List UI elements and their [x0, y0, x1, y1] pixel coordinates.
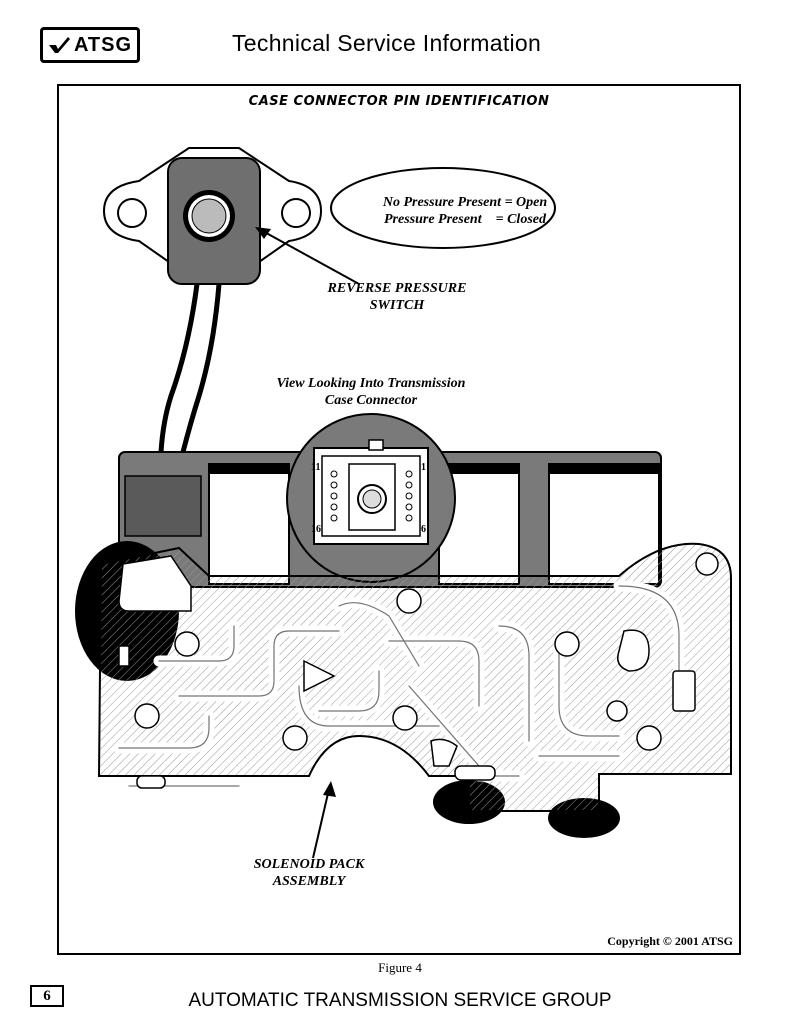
pin-label-11: 11: [311, 462, 321, 473]
page-title: Technical Service Information: [232, 30, 542, 56]
switch-state-legend: [330, 167, 556, 249]
view-label-line2: Case Connector: [324, 393, 418, 408]
logo-text: ATSG: [73, 33, 133, 56]
legend-line-open: No Pressure Present = Open: [382, 195, 548, 210]
reverse-switch-label-line2: SWITCH: [369, 298, 425, 313]
legend-line-closed: Pressure Present = Closed: [384, 212, 546, 227]
solenoid-pack-label: SOLENOID PACK ASSEMBLY: [199, 856, 419, 890]
figure-caption: Figure 4: [378, 960, 422, 975]
reverse-pressure-switch: [102, 147, 323, 453]
figure-frame: CASE CONNECTOR PIN IDENTIFICATION: [57, 84, 741, 955]
figure-title: CASE CONNECTOR PIN IDENTIFICATION: [248, 94, 550, 109]
checkmark-icon: [48, 37, 70, 53]
copyright: Copyright © 2001 ATSG: [607, 934, 733, 948]
atsg-logo: ATSG: [40, 27, 140, 63]
view-connector-label: View Looking Into Transmission Case Conn…: [241, 375, 501, 409]
pin-label-1: 1: [421, 462, 426, 473]
pin-label-6: 6: [421, 524, 426, 535]
figure-illustration: [75, 147, 732, 859]
valve-body-plate: [97, 542, 732, 812]
solenoid-label-line1: SOLENOID PACK: [253, 857, 365, 872]
solenoid-label-line2: ASSEMBLY: [272, 874, 346, 889]
legend-text: No Pressure Present = Open Pressure Pres…: [359, 194, 571, 228]
pin-label-16: 16: [311, 524, 321, 535]
view-label-line1: View Looking Into Transmission: [276, 376, 466, 391]
reverse-switch-label-line1: REVERSE PRESSURE: [327, 281, 467, 296]
case-connector: [286, 413, 456, 583]
footer-org: AUTOMATIC TRANSMISSION SERVICE GROUP: [188, 990, 612, 1011]
page-number: 6: [30, 985, 64, 1007]
reverse-pressure-switch-label: REVERSE PRESSURE SWITCH: [287, 280, 507, 314]
